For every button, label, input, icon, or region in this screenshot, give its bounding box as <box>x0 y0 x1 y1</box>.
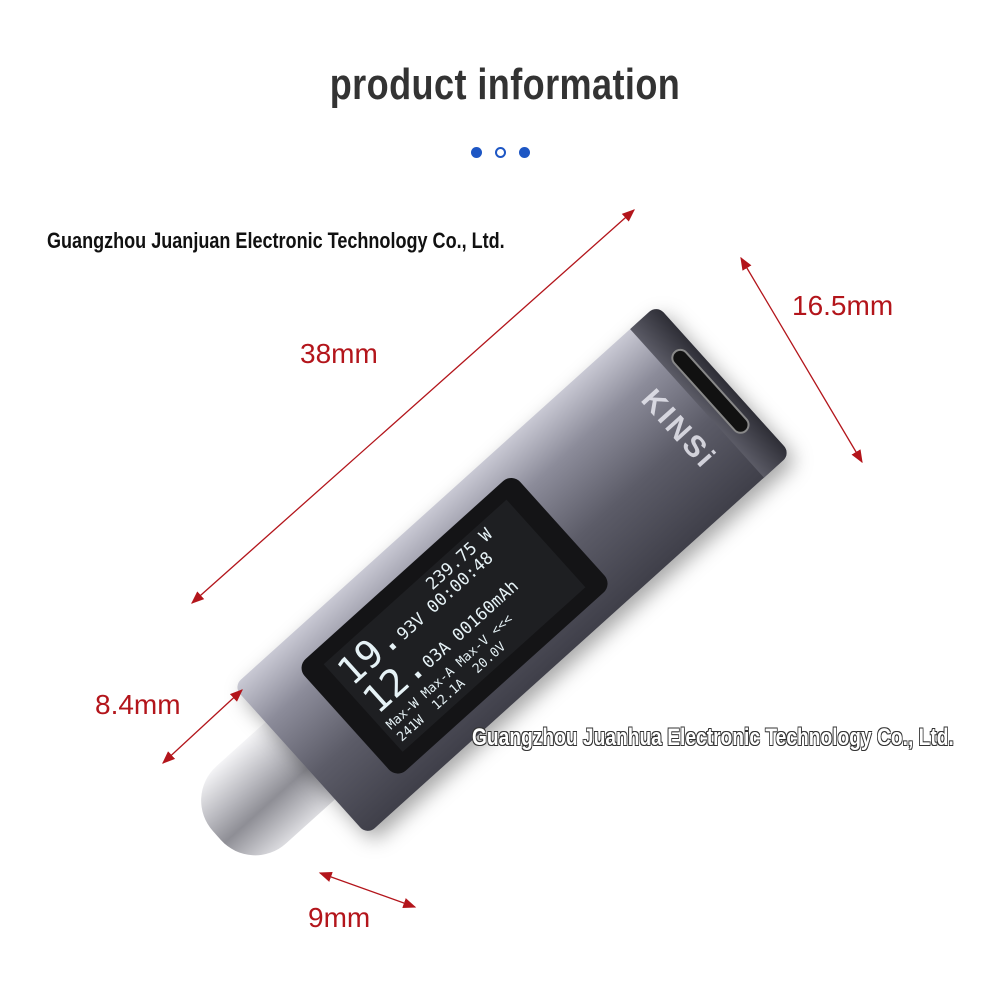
pager-dot <box>519 147 530 158</box>
thickness-dimension-line <box>162 689 243 764</box>
pager-dot <box>471 147 482 158</box>
length-dimension-line <box>191 209 635 604</box>
pager-dots <box>471 147 530 158</box>
plug-dimension-line <box>318 872 417 908</box>
pager-dot-active <box>495 147 506 158</box>
page-title: product information <box>329 60 681 109</box>
width-dimension-line <box>740 256 863 464</box>
watermark-bottom: Guangzhou Juanhua Electronic Technology … <box>472 724 954 751</box>
